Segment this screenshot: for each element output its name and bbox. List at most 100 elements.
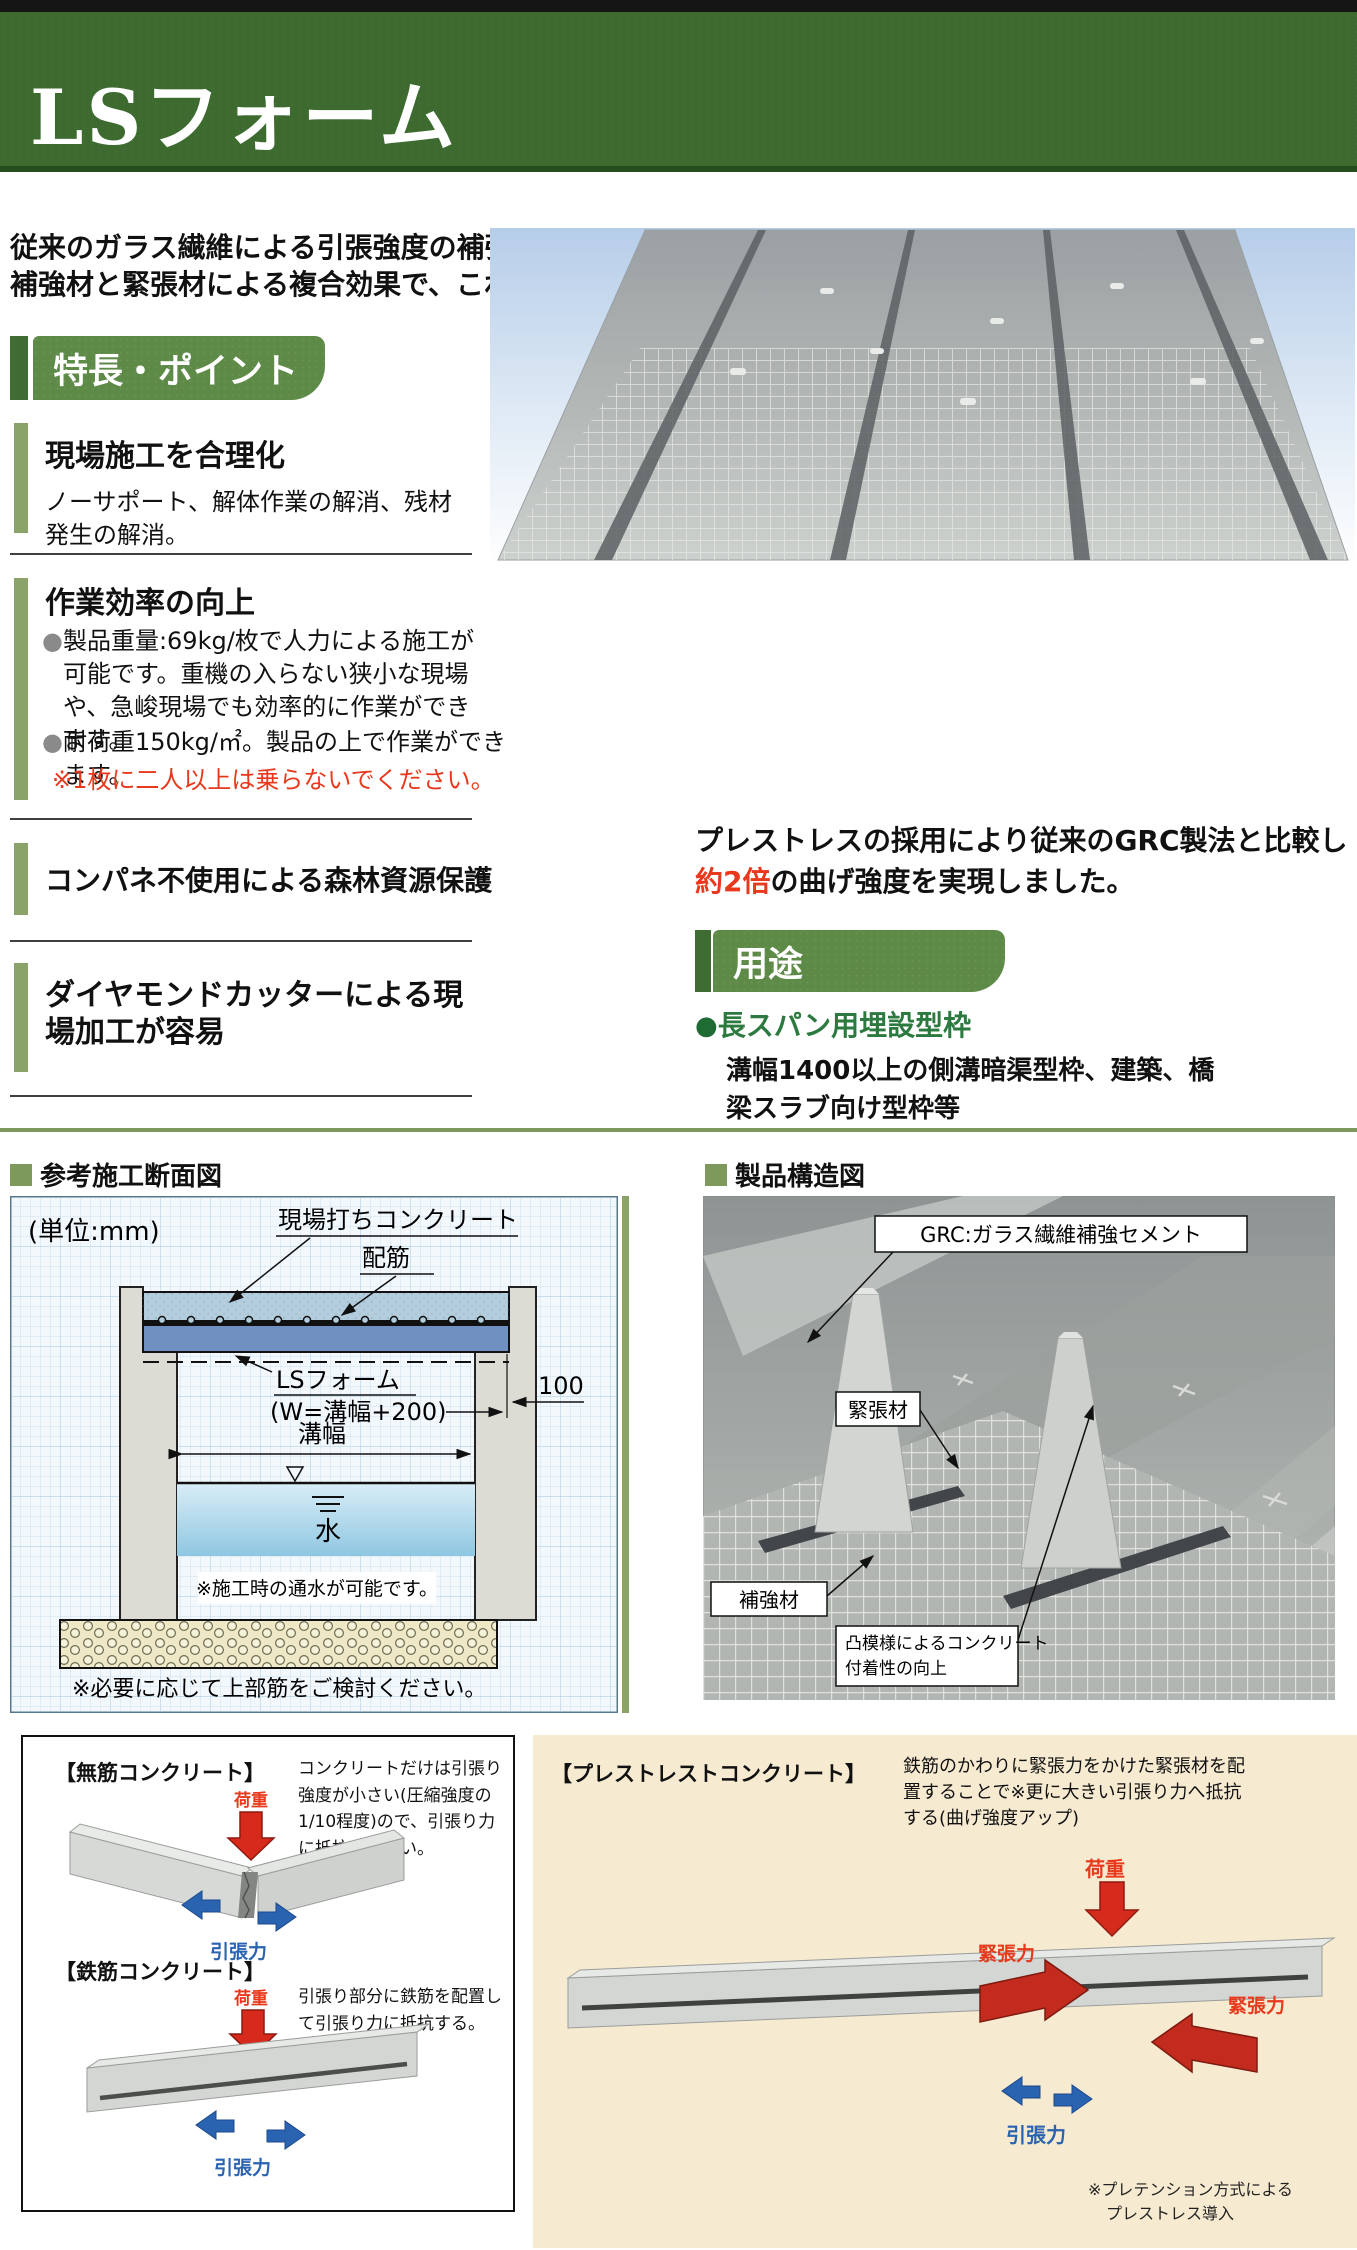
reinforced-beam	[86, 2023, 430, 2113]
usage-item: ● 長スパン用埋設型枠	[695, 1008, 971, 1044]
feature4-title: ダイヤモンドカッターによる現場加工が容易	[45, 978, 464, 1050]
tension-label: 引張力	[1006, 2123, 1066, 2147]
tendon-line	[581, 1974, 1309, 2011]
features-header: 特長・ポイント	[33, 336, 325, 400]
unit-label: (単位:mm)	[28, 1217, 160, 1247]
reinforcement-callout: 補強材	[710, 1555, 875, 1617]
divider-1	[10, 553, 472, 555]
page-title: LSフォーム	[30, 73, 459, 162]
plain-concrete-heading: 【無筋コンクリート】	[55, 1761, 265, 1785]
panel-rib-1	[594, 230, 766, 560]
sparkle-icons	[952, 1373, 1288, 1507]
product-description: プレストレスの採用により従来のGRC製法と比較し約2倍の曲げ強度を実現しました。	[695, 820, 1357, 902]
structure-figure: GRC:ガラス繊維補強セメント 緊張材 補強材 凸模様によるコンクリート 付着性…	[703, 1196, 1335, 1700]
tension-label: 引張力	[210, 1940, 267, 1963]
feature3-bar	[14, 843, 28, 915]
description-highlight: 約2倍	[695, 865, 771, 898]
cast-concrete-label: 現場打ちコンクリート	[278, 1206, 518, 1234]
usage-item-body: 溝幅1400以上の側溝暗渠型枠、建築、橋梁スラブ向け型枠等	[726, 1056, 1215, 1124]
feature2-bullet-2: ● 耐荷重150kg/㎡。製品の上で作業ができます。	[42, 726, 512, 792]
green-bullet-icon: ●	[695, 1011, 718, 1041]
ls-form-width-label: (W=溝幅+200)	[270, 1398, 446, 1426]
cross-section-title: 参考施工断面図	[40, 1162, 223, 1192]
dim-100-label: 100	[538, 1372, 584, 1400]
feature2-bar	[14, 578, 28, 800]
reinforcement-label: 補強材	[739, 1588, 799, 1612]
top-rule	[0, 0, 1357, 12]
load-arrow-icon	[226, 1811, 276, 1862]
feature2-warning: ※1枚に二人以上は乗らないでください。	[52, 766, 495, 794]
usage-header: 用途	[713, 930, 1005, 992]
feature1-title: 現場施工を合理化	[45, 439, 285, 474]
water-note-box	[198, 1572, 436, 1604]
prestressed-illustration: 荷重 緊張力 緊張力 引張力	[566, 1857, 1336, 2147]
feature2-bullet2-text: 耐荷重150kg/㎡。製品の上で作業ができます。	[62, 728, 506, 789]
prestress-label-left: 緊張力	[978, 1942, 1035, 1965]
tension-arrow-right-icon	[1053, 2084, 1093, 2114]
panel-rib-3	[1043, 230, 1090, 560]
diagram-edge-strip	[622, 1196, 629, 1713]
tension-arrow-right-icon	[257, 1902, 297, 1932]
load-arrow-icon	[1084, 1881, 1140, 1938]
reinforced-concrete-illustration: 荷重 引張力	[86, 1988, 430, 2178]
bottom-note: ※必要に応じて上部筋をご検討ください。	[72, 1677, 486, 1702]
structure-label: 製品構造図	[705, 1156, 865, 1193]
cast-concrete-leader	[228, 1237, 311, 1303]
prestressed-heading: 【プレストレストコンクリート】	[551, 1762, 866, 1786]
load-label: 荷重	[234, 1790, 268, 1811]
rebar-dots	[143, 1315, 509, 1325]
divider-3	[10, 940, 472, 942]
usage-header-bar	[695, 930, 711, 992]
load-label: 荷重	[1085, 1857, 1125, 1881]
tendon-label: 緊張材	[848, 1398, 908, 1422]
divider-4	[10, 1095, 472, 1097]
panel-rib-2	[830, 230, 915, 560]
features-header-bar	[10, 336, 28, 400]
feature4-bar	[14, 963, 28, 1072]
usage-item-title: 長スパン用埋設型枠	[717, 1009, 972, 1042]
cast-concrete-texture	[143, 1292, 509, 1322]
water-label: 水	[315, 1517, 341, 1547]
divider-2	[10, 818, 472, 820]
texture-callout: 凸模様によるコンクリート 付着性の向上	[835, 1404, 1094, 1687]
prestress-arrow-left-icon	[1150, 2012, 1258, 2074]
feature3-title: コンパネ不使用による森林資源保護	[45, 864, 493, 897]
bullet-circle-icon: ●	[42, 627, 63, 655]
feature2-bullet-1: ● 製品重量:69kg/枚で人力による施工が可能です。重機の入らない狭小な現場や…	[42, 625, 484, 757]
load-label: 荷重	[234, 1988, 268, 2009]
reinforced-concrete-body: 引張り部分に鉄筋を配置して引張り力に抵抗する。	[298, 1987, 502, 2034]
structure-title: 製品構造図	[735, 1162, 866, 1192]
rebar-label: 配筋	[362, 1244, 410, 1272]
plain-concrete-illustration: 荷重 引張力	[68, 1790, 406, 1963]
rebar-line	[99, 2061, 408, 2101]
prestressed-body: 鉄筋のかわりに緊張力をかけた緊張材を配置することで※更に大きい引張り力へ抵抗する…	[903, 1756, 1245, 1829]
panel-rib-4	[1176, 230, 1328, 560]
texture-label-line2: 付着性の向上	[845, 1659, 947, 1679]
title-band: LSフォーム	[0, 12, 1357, 172]
ls-form-label: LSフォーム	[276, 1366, 400, 1394]
prestressed-beam	[566, 1937, 1336, 2029]
panel-mesh-texture	[498, 348, 1348, 560]
water-symbol-icon	[312, 1496, 344, 1512]
water-level-icon	[285, 1466, 305, 1483]
texture-label-line1: 凸模様によるコンクリート	[845, 1634, 1049, 1654]
prestress-label-right: 緊張力	[1228, 1994, 1285, 2017]
tension-arrow-right-icon	[266, 2120, 306, 2150]
square-marker-icon	[705, 1163, 727, 1186]
water-note: ※施工時の通水が可能です。	[196, 1578, 438, 1600]
product-photo	[490, 228, 1355, 562]
rebar-leader	[340, 1275, 397, 1316]
tension-arrow-left-icon	[195, 2110, 235, 2140]
tension-arrow-left-icon	[181, 1890, 221, 1920]
tension-arrow-left-icon	[1001, 2076, 1041, 2106]
panel-flecks	[730, 283, 1264, 405]
groove-width-label: 溝幅	[298, 1420, 346, 1448]
description-text-after: の曲げ強度を実現しました。	[770, 865, 1135, 898]
prestress-arrow-right-icon	[979, 1958, 1090, 2023]
cross-section-diagram: (単位:mm) 現場打ちコンクリート 配筋 LSフォーム (W=溝幅+200	[10, 1196, 618, 1713]
water-area	[177, 1483, 475, 1556]
section-rule	[0, 1128, 1357, 1132]
usage-header-label: 用途	[733, 944, 804, 985]
pretension-note-line2: プレストレス導入	[1106, 2204, 1235, 2223]
